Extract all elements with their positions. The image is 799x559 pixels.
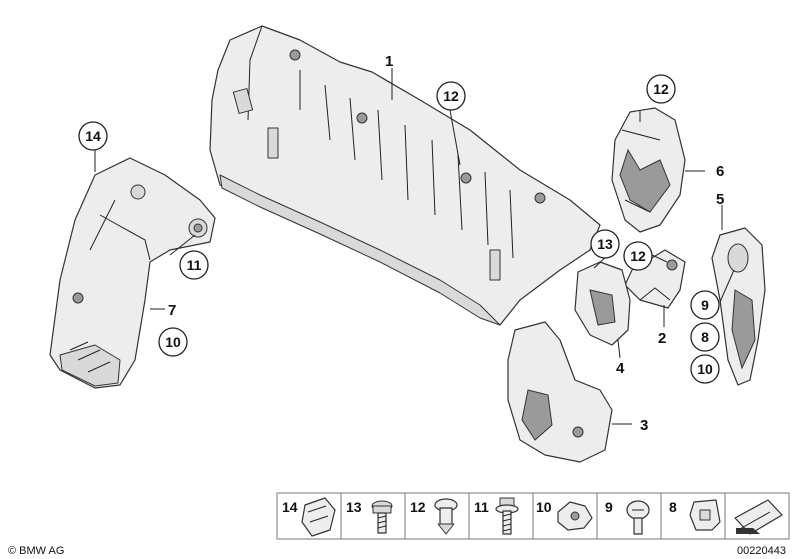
callout-12c: 12 [630, 248, 646, 264]
brand-copyright: © BMW AG [8, 545, 64, 557]
legend-label-13: 13 [346, 499, 362, 515]
heat-shield-part-1 [209, 25, 601, 326]
callout-6: 6 [716, 163, 724, 180]
callout-circle-10a [158, 327, 188, 357]
callout-circle-9 [690, 290, 720, 320]
callout-circle-8 [690, 322, 720, 352]
legend-label-11: 11 [474, 499, 489, 515]
callout-1: 1 [385, 53, 393, 70]
clip-nut-icon [301, 497, 336, 537]
callout-circle-12a [436, 81, 466, 111]
callout-circle-13 [590, 229, 620, 259]
callout-5: 5 [716, 191, 724, 208]
callouts: 1 12 14 11 7 10 12 6 5 13 12 9 8 10 2 4 … [78, 53, 724, 434]
document-number: 00220443 [737, 545, 786, 557]
callout-8: 8 [701, 329, 709, 345]
bracket-shield-part-7 [49, 157, 216, 389]
callout-10a: 10 [165, 334, 181, 350]
heat-shield-part-6 [611, 107, 686, 233]
callout-10b: 10 [697, 361, 713, 377]
callout-13: 13 [597, 236, 613, 252]
cover-part-3 [507, 321, 613, 463]
callout-4: 4 [616, 360, 625, 377]
callout-circle-11 [179, 250, 209, 280]
callout-circle-12c [623, 241, 653, 271]
legend-label-10: 10 [536, 499, 552, 515]
callout-circle-10b [690, 354, 720, 384]
fastener-legend: 14 13 12 11 10 9 8 [276, 492, 790, 540]
arrow-icon [734, 499, 783, 535]
heat-shield-part-5 [711, 227, 766, 386]
legend-cell-12 [404, 492, 470, 540]
legend-cell-13 [340, 492, 406, 540]
callout-12a: 12 [443, 88, 459, 104]
pan-head-screw-icon [626, 500, 650, 535]
legend-label-9: 9 [605, 499, 613, 515]
callout-9: 9 [701, 297, 709, 313]
callout-2: 2 [658, 330, 666, 347]
bracket-part-2 [624, 249, 686, 309]
callout-circle-12b [646, 74, 676, 104]
expanding-rivet-icon [434, 498, 458, 535]
hex-bolt-icon [371, 500, 393, 534]
callout-14: 14 [85, 128, 101, 144]
callout-11: 11 [187, 257, 202, 273]
bracket-part-4 [574, 261, 631, 346]
callout-12b: 12 [653, 81, 669, 97]
callout-circle-14 [78, 121, 108, 151]
plastic-nut-icon [557, 501, 593, 531]
callout-3: 3 [640, 417, 648, 434]
clip-icon [689, 499, 721, 531]
leader-lines [94, 68, 735, 425]
flange-screw-icon [495, 497, 519, 535]
legend-label-8: 8 [669, 499, 677, 515]
legend-label-12: 12 [410, 499, 426, 515]
callout-7: 7 [168, 302, 176, 319]
legend-label-14: 14 [282, 499, 298, 515]
